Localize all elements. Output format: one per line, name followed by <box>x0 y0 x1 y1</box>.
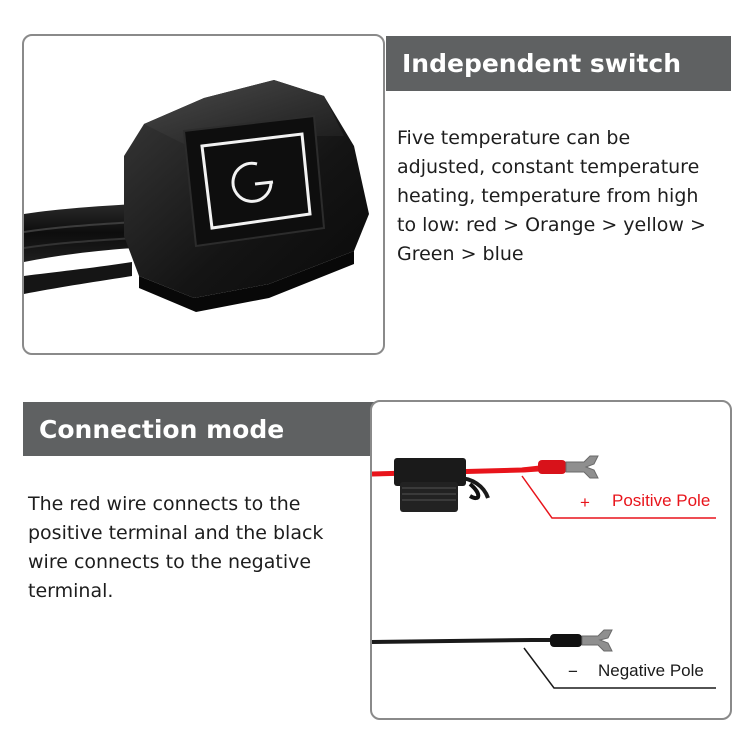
braided-cable <box>24 204 135 294</box>
connection-description-line: positive terminal and the black <box>28 522 324 544</box>
switch-description-line: to low: red > Orange > yellow > <box>397 214 706 236</box>
positive-pole-label: Positive Pole <box>612 491 710 510</box>
negative-symbol: − <box>568 662 578 681</box>
wiring-photo-frame: + Positive Pole − Negative Pole <box>370 400 732 720</box>
switch-photo <box>24 80 369 312</box>
switch-description-line: adjusted, constant temperature <box>397 156 700 178</box>
switch-section-title: Independent switch <box>386 36 731 91</box>
negative-pole-label: Negative Pole <box>598 661 704 680</box>
switch-body <box>124 80 369 312</box>
positive-leader-line <box>521 475 716 519</box>
connection-description-line: terminal. <box>28 580 114 602</box>
wiring-photo: + Positive Pole − Negative Pole <box>372 455 716 689</box>
connection-description-line: wire connects to the negative <box>28 551 312 573</box>
switch-description-line: Five temperature can be <box>397 127 631 149</box>
switch-description: Five temperature can be adjusted, consta… <box>397 124 737 269</box>
negative-leader-line <box>523 647 716 689</box>
switch-photo-frame <box>22 34 385 355</box>
switch-description-line: heating, temperature from high <box>397 185 699 207</box>
positive-symbol: + <box>580 493 590 512</box>
power-icon <box>231 161 274 203</box>
black-wire <box>372 629 613 652</box>
red-fork-terminal <box>538 455 599 479</box>
fuse-holder <box>394 458 490 512</box>
connection-description: The red wire connects to the positive te… <box>28 490 358 606</box>
connection-description-line: The red wire connects to the <box>28 493 301 515</box>
switch-description-line: Green > blue <box>397 243 524 265</box>
connection-section-title: Connection mode <box>23 402 376 456</box>
